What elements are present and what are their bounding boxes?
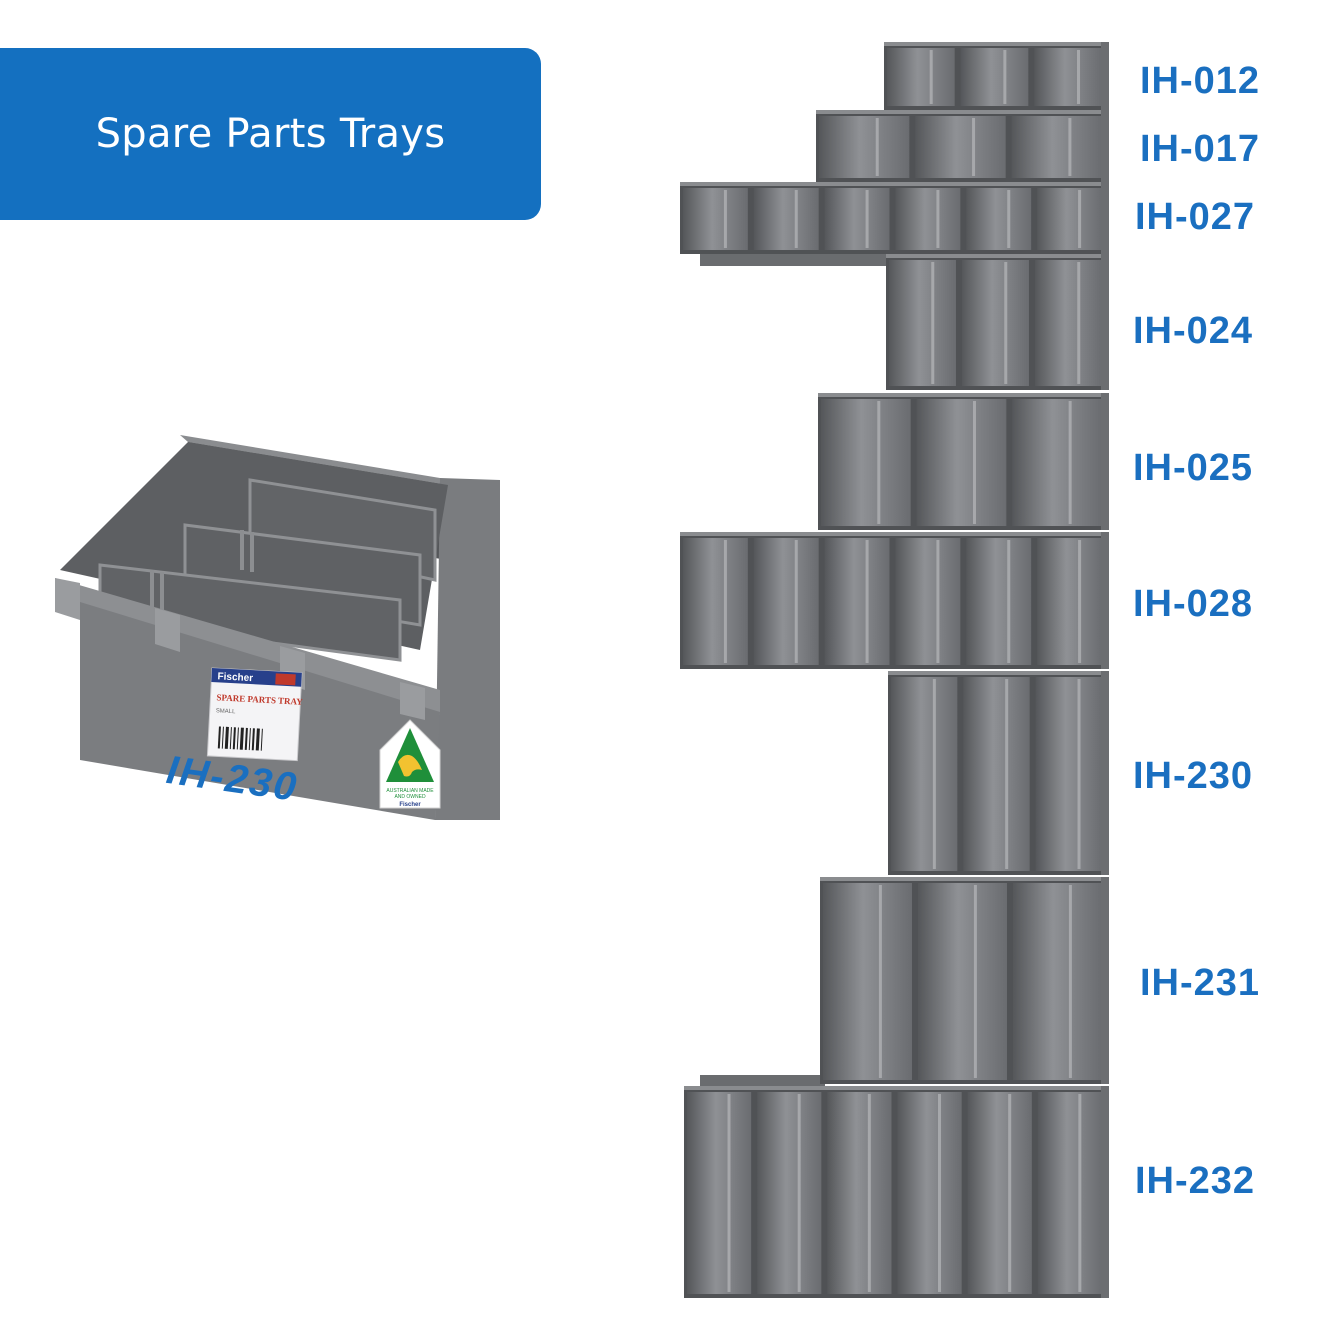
stacked-tray: [886, 254, 1109, 390]
stacked-tray: [680, 532, 1109, 669]
stacked-tray: [888, 671, 1109, 875]
title-banner: Spare Parts Trays: [0, 48, 541, 220]
stacked-tray: [684, 1086, 1109, 1298]
stacked-tray: [816, 110, 1109, 182]
tray-code-ih-025: IH-025: [1133, 447, 1254, 489]
stacked-tray: [820, 877, 1109, 1084]
page-title: Spare Parts Trays: [95, 111, 446, 157]
featured-tray-image: Fischer SPARE PARTS TRAY SMALL AUSTRALIA…: [55, 435, 500, 820]
stacked-tray: [884, 42, 1109, 110]
australian-made-badge: AUSTRALIAN MADE AND OWNED Fischer: [379, 719, 441, 809]
svg-text:Fischer: Fischer: [399, 802, 421, 808]
stacked-tray: [680, 182, 1109, 254]
product-label: Fischer SPARE PARTS TRAY SMALL: [206, 667, 303, 762]
tray-code-ih-231: IH-231: [1140, 962, 1261, 1004]
tray-code-ih-232: IH-232: [1135, 1160, 1256, 1202]
svg-text:AUSTRALIAN MADE: AUSTRALIAN MADE: [386, 788, 434, 794]
tray-code-ih-027: IH-027: [1135, 196, 1256, 238]
svg-text:Fischer: Fischer: [217, 671, 253, 684]
tray-code-ih-230: IH-230: [1133, 755, 1254, 797]
tray-code-ih-017: IH-017: [1140, 128, 1261, 170]
kangaroo-icon: [398, 754, 422, 777]
svg-text:SMALL: SMALL: [216, 708, 237, 715]
tray-code-ih-012: IH-012: [1140, 60, 1261, 102]
svg-text:SPARE PARTS TRAY: SPARE PARTS TRAY: [216, 692, 303, 707]
svg-text:AND OWNED: AND OWNED: [394, 794, 426, 800]
stacked-tray: [818, 393, 1109, 530]
tray-code-ih-028: IH-028: [1133, 583, 1254, 625]
tray-code-ih-024: IH-024: [1133, 310, 1254, 352]
